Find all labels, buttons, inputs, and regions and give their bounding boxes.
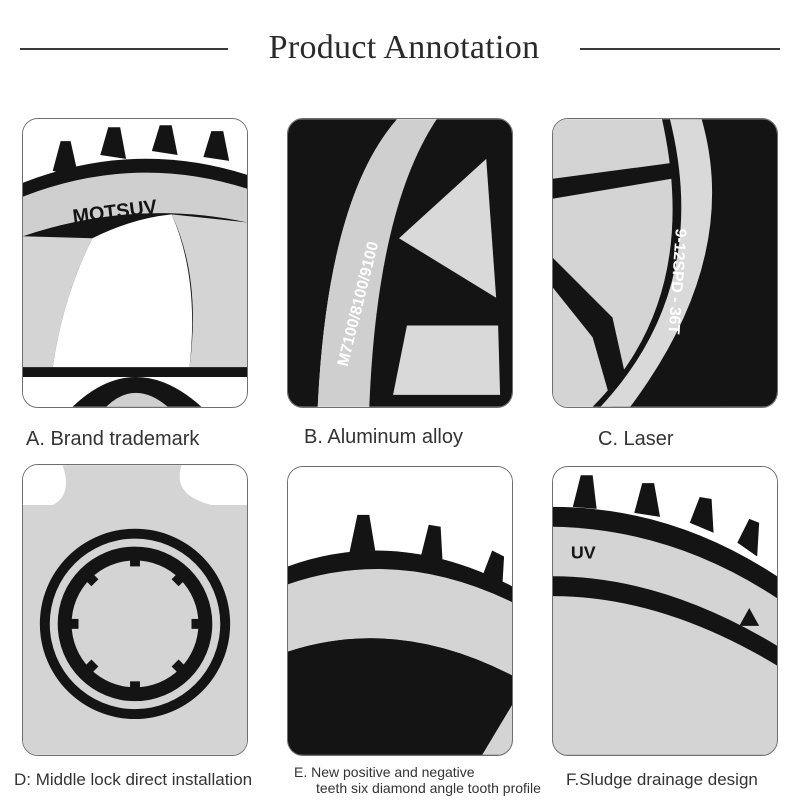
panel-d-caption: D: Middle lock direct installation xyxy=(14,770,253,789)
page-title: Product Annotation xyxy=(268,29,540,66)
panel-a: MOTSUV xyxy=(22,118,248,408)
panel-f-caption: F.Sludge drainage design xyxy=(566,770,758,789)
panel-c-caption: C. Laser xyxy=(598,428,674,450)
panel-d-chainring-image xyxy=(23,465,247,755)
panel-e xyxy=(287,466,513,756)
panel-f-engraving: UV xyxy=(571,542,596,562)
panel-e-caption-line2: teeth six diamond angle tooth profile xyxy=(316,780,541,796)
panel-f: UV xyxy=(552,466,778,756)
panel-f-chainring-image: UV xyxy=(553,467,777,755)
panel-a-chainring-image: MOTSUV xyxy=(23,119,247,407)
header-rule-left xyxy=(20,48,228,50)
header: Product Annotation xyxy=(0,28,800,68)
panel-e-chainring-image xyxy=(288,467,512,755)
panel-d xyxy=(22,464,248,756)
panel-a-caption: A. Brand trademark xyxy=(26,428,200,450)
panel-b-chainring-image: M7100/8100/9100 xyxy=(288,119,512,407)
panel-c-chainring-image: 9-12SPD - 36T xyxy=(553,119,777,407)
header-rule-right xyxy=(580,48,780,50)
panel-b-caption: B. Aluminum alloy xyxy=(304,426,463,448)
panel-b: M7100/8100/9100 xyxy=(287,118,513,408)
panel-c: 9-12SPD - 36T xyxy=(552,118,778,408)
panel-e-caption-line1: E. New positive and negative xyxy=(294,764,475,780)
